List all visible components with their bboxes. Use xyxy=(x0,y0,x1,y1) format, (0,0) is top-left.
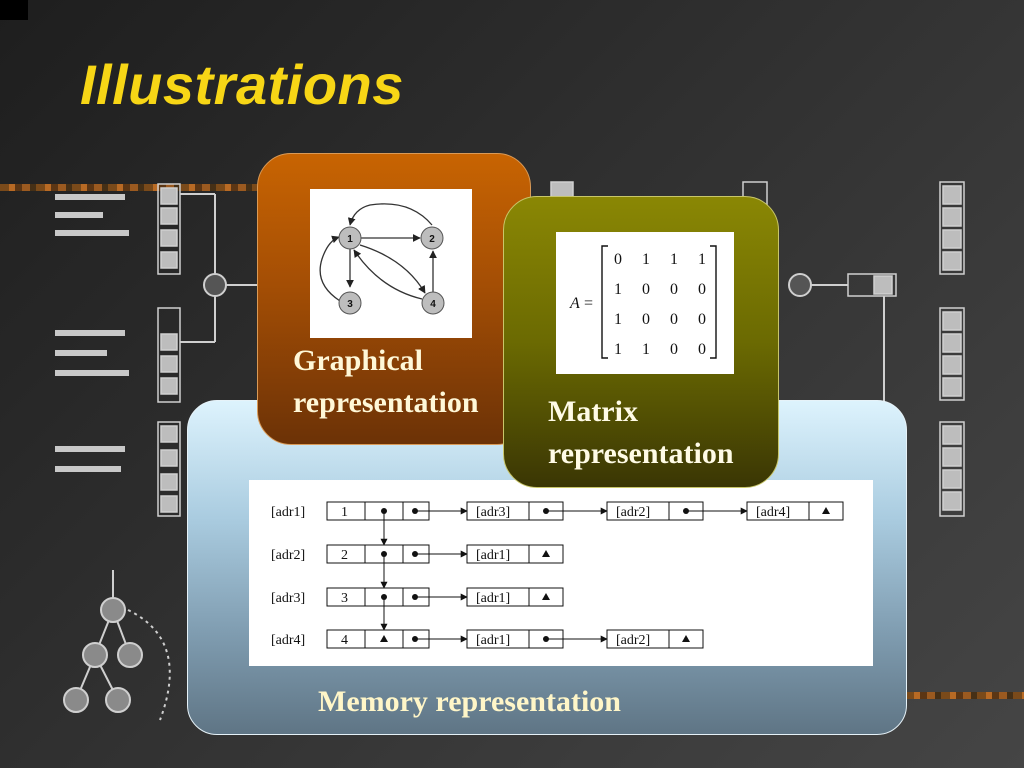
memory-row-value: 4 xyxy=(341,633,348,648)
matrix-representation-label: Matrix representation xyxy=(548,391,734,475)
link-node-address: [adr1] xyxy=(476,591,510,606)
memory-row-address: [adr2] xyxy=(271,548,305,563)
decorative-stripe-right xyxy=(905,692,1024,699)
link-node-address: [adr1] xyxy=(476,548,510,563)
matrix-cell: 0 xyxy=(670,341,678,358)
memory-linked-list-diagram: [adr1]1[adr3][adr2][adr4][adr2]2[adr1][a… xyxy=(271,501,844,649)
link-node-address: [adr2] xyxy=(616,633,650,648)
edge-2-1 xyxy=(347,203,433,226)
matrix-cell: 1 xyxy=(614,341,622,358)
matrix-left-bracket xyxy=(601,245,608,359)
graph-node-label: 4 xyxy=(430,299,436,310)
memory-row-address: [adr1] xyxy=(271,505,305,520)
matrix-cell: 1 xyxy=(614,311,622,328)
adjacency-matrix: A = 0 1 1 1 1 0 0 0 1 0 0 0 1 1 0 0 xyxy=(569,245,717,359)
matrix-cell: 0 xyxy=(698,341,706,358)
link-node-address: [adr4] xyxy=(756,505,790,520)
memory-diagram-panel: [adr1]1[adr3][adr2][adr4][adr2]2[adr1][a… xyxy=(249,480,873,666)
matrix-equals: = xyxy=(584,295,593,312)
matrix-label-line1: Matrix xyxy=(548,395,638,428)
link-next-cell xyxy=(528,587,564,607)
memory-representation-label: Memory representation xyxy=(318,685,621,718)
matrix-cell: 0 xyxy=(698,311,706,328)
graph-node-4 xyxy=(421,291,445,315)
edge-3-1 xyxy=(319,235,341,302)
memory-row: [adr2] 2 [adr1] xyxy=(271,544,564,589)
nil-marker xyxy=(822,507,830,514)
graphical-representation-label: Graphical representation xyxy=(293,340,479,424)
corner-mark xyxy=(0,0,28,20)
graph-node-3 xyxy=(338,291,362,315)
memory-row-address: [adr3] xyxy=(271,591,305,606)
link-node-address: [adr3] xyxy=(476,505,510,520)
link-node-address: [adr1] xyxy=(476,633,510,648)
memory-row-address: [adr4] xyxy=(271,633,305,648)
matrix-label-line2: representation xyxy=(548,437,734,470)
nil-marker xyxy=(682,635,690,642)
link-next-cell xyxy=(528,544,564,564)
graph-node-label: 2 xyxy=(429,234,435,245)
memory-row-value: 3 xyxy=(341,591,348,606)
matrix-cell: 0 xyxy=(642,311,650,328)
link-node-address: [adr2] xyxy=(616,505,650,520)
matrix-cell: 1 xyxy=(642,341,650,358)
edge-4-1 xyxy=(353,249,423,300)
nil-marker xyxy=(380,635,388,642)
graph-diagram-panel: 1 2 3 4 xyxy=(310,189,472,338)
matrix-cell: 1 xyxy=(698,251,706,268)
nil-marker xyxy=(542,550,550,557)
matrix-right-bracket xyxy=(710,245,717,359)
matrix-representation-box: A = 0 1 1 1 1 0 0 0 1 0 0 0 1 1 0 0 Matrix representati… xyxy=(503,196,779,488)
graph-node-label: 1 xyxy=(347,234,353,245)
memory-row-value: 1 xyxy=(341,505,348,520)
memory-row: [adr1] 1 [adr3] [adr2] [adr4] xyxy=(271,501,844,546)
slide-title: Illustrations xyxy=(80,53,404,116)
matrix-cell: 0 xyxy=(614,251,622,268)
matrix-cell: 1 xyxy=(670,251,678,268)
directed-graph-diagram: 1 2 3 4 xyxy=(319,203,445,315)
memory-row: [adr3] 3 [adr1] xyxy=(271,587,564,631)
decorative-stripe-left xyxy=(0,184,258,191)
matrix-diagram-panel: A = 0 1 1 1 1 0 0 0 1 0 0 0 1 1 0 0 xyxy=(556,232,734,374)
graph-node-1 xyxy=(338,226,362,250)
matrix-cell: 1 xyxy=(614,281,622,298)
edge-1-4 xyxy=(359,244,426,294)
memory-representation-box: [adr1]1[adr3][adr2][adr4][adr2]2[adr1][a… xyxy=(187,400,907,735)
graphical-label-line2: representation xyxy=(293,386,479,419)
link-next-cell xyxy=(808,501,844,521)
matrix-cell: 0 xyxy=(698,281,706,298)
graphical-representation-box: 1 2 3 4 Graphical representation xyxy=(257,153,531,445)
nil-marker xyxy=(542,593,550,600)
graphical-label-line1: Graphical xyxy=(293,344,424,377)
matrix-cell: 0 xyxy=(642,281,650,298)
memory-row-value: 2 xyxy=(341,548,348,563)
matrix-cell: 0 xyxy=(670,311,678,328)
matrix-cell: 1 xyxy=(642,251,650,268)
link-next-cell xyxy=(668,629,704,649)
graph-node-2 xyxy=(420,226,444,250)
memory-row: [adr4] 4 [adr1] [adr2] xyxy=(271,629,704,649)
graph-node-label: 3 xyxy=(347,299,353,310)
matrix-name: A xyxy=(569,295,580,312)
matrix-cell: 0 xyxy=(670,281,678,298)
